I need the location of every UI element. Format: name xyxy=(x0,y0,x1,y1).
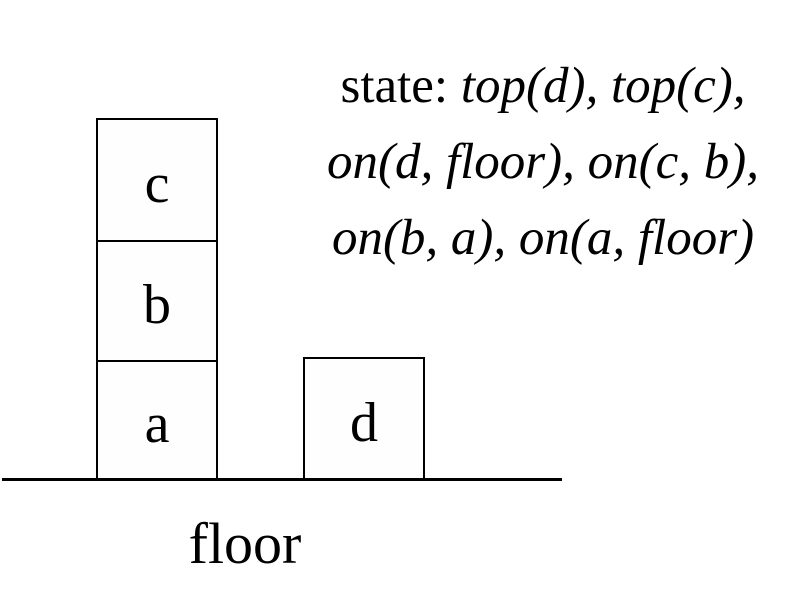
state-description: state: top(d), top(c), on(d, floor), on(… xyxy=(285,48,801,276)
block-a-label: a xyxy=(144,393,170,455)
block-d: d xyxy=(303,357,425,480)
block-b-label: b xyxy=(143,274,171,336)
block-d-label: d xyxy=(350,391,378,454)
block-c: c xyxy=(96,118,218,242)
state-line-2: on(d, floor), on(c, b), xyxy=(326,134,759,190)
block-a: a xyxy=(96,360,218,480)
state-line-1: state: top(d), top(c), xyxy=(285,48,801,124)
state-line-3: on(b, a), on(a, floor) xyxy=(331,210,755,266)
floor-line xyxy=(2,478,562,481)
state-label: state: xyxy=(340,58,461,114)
block-b: b xyxy=(96,240,218,362)
block-c-label: c xyxy=(144,153,170,215)
floor-label: floor xyxy=(188,511,302,576)
state-line-1-predicates: top(d), top(c), xyxy=(460,58,746,114)
